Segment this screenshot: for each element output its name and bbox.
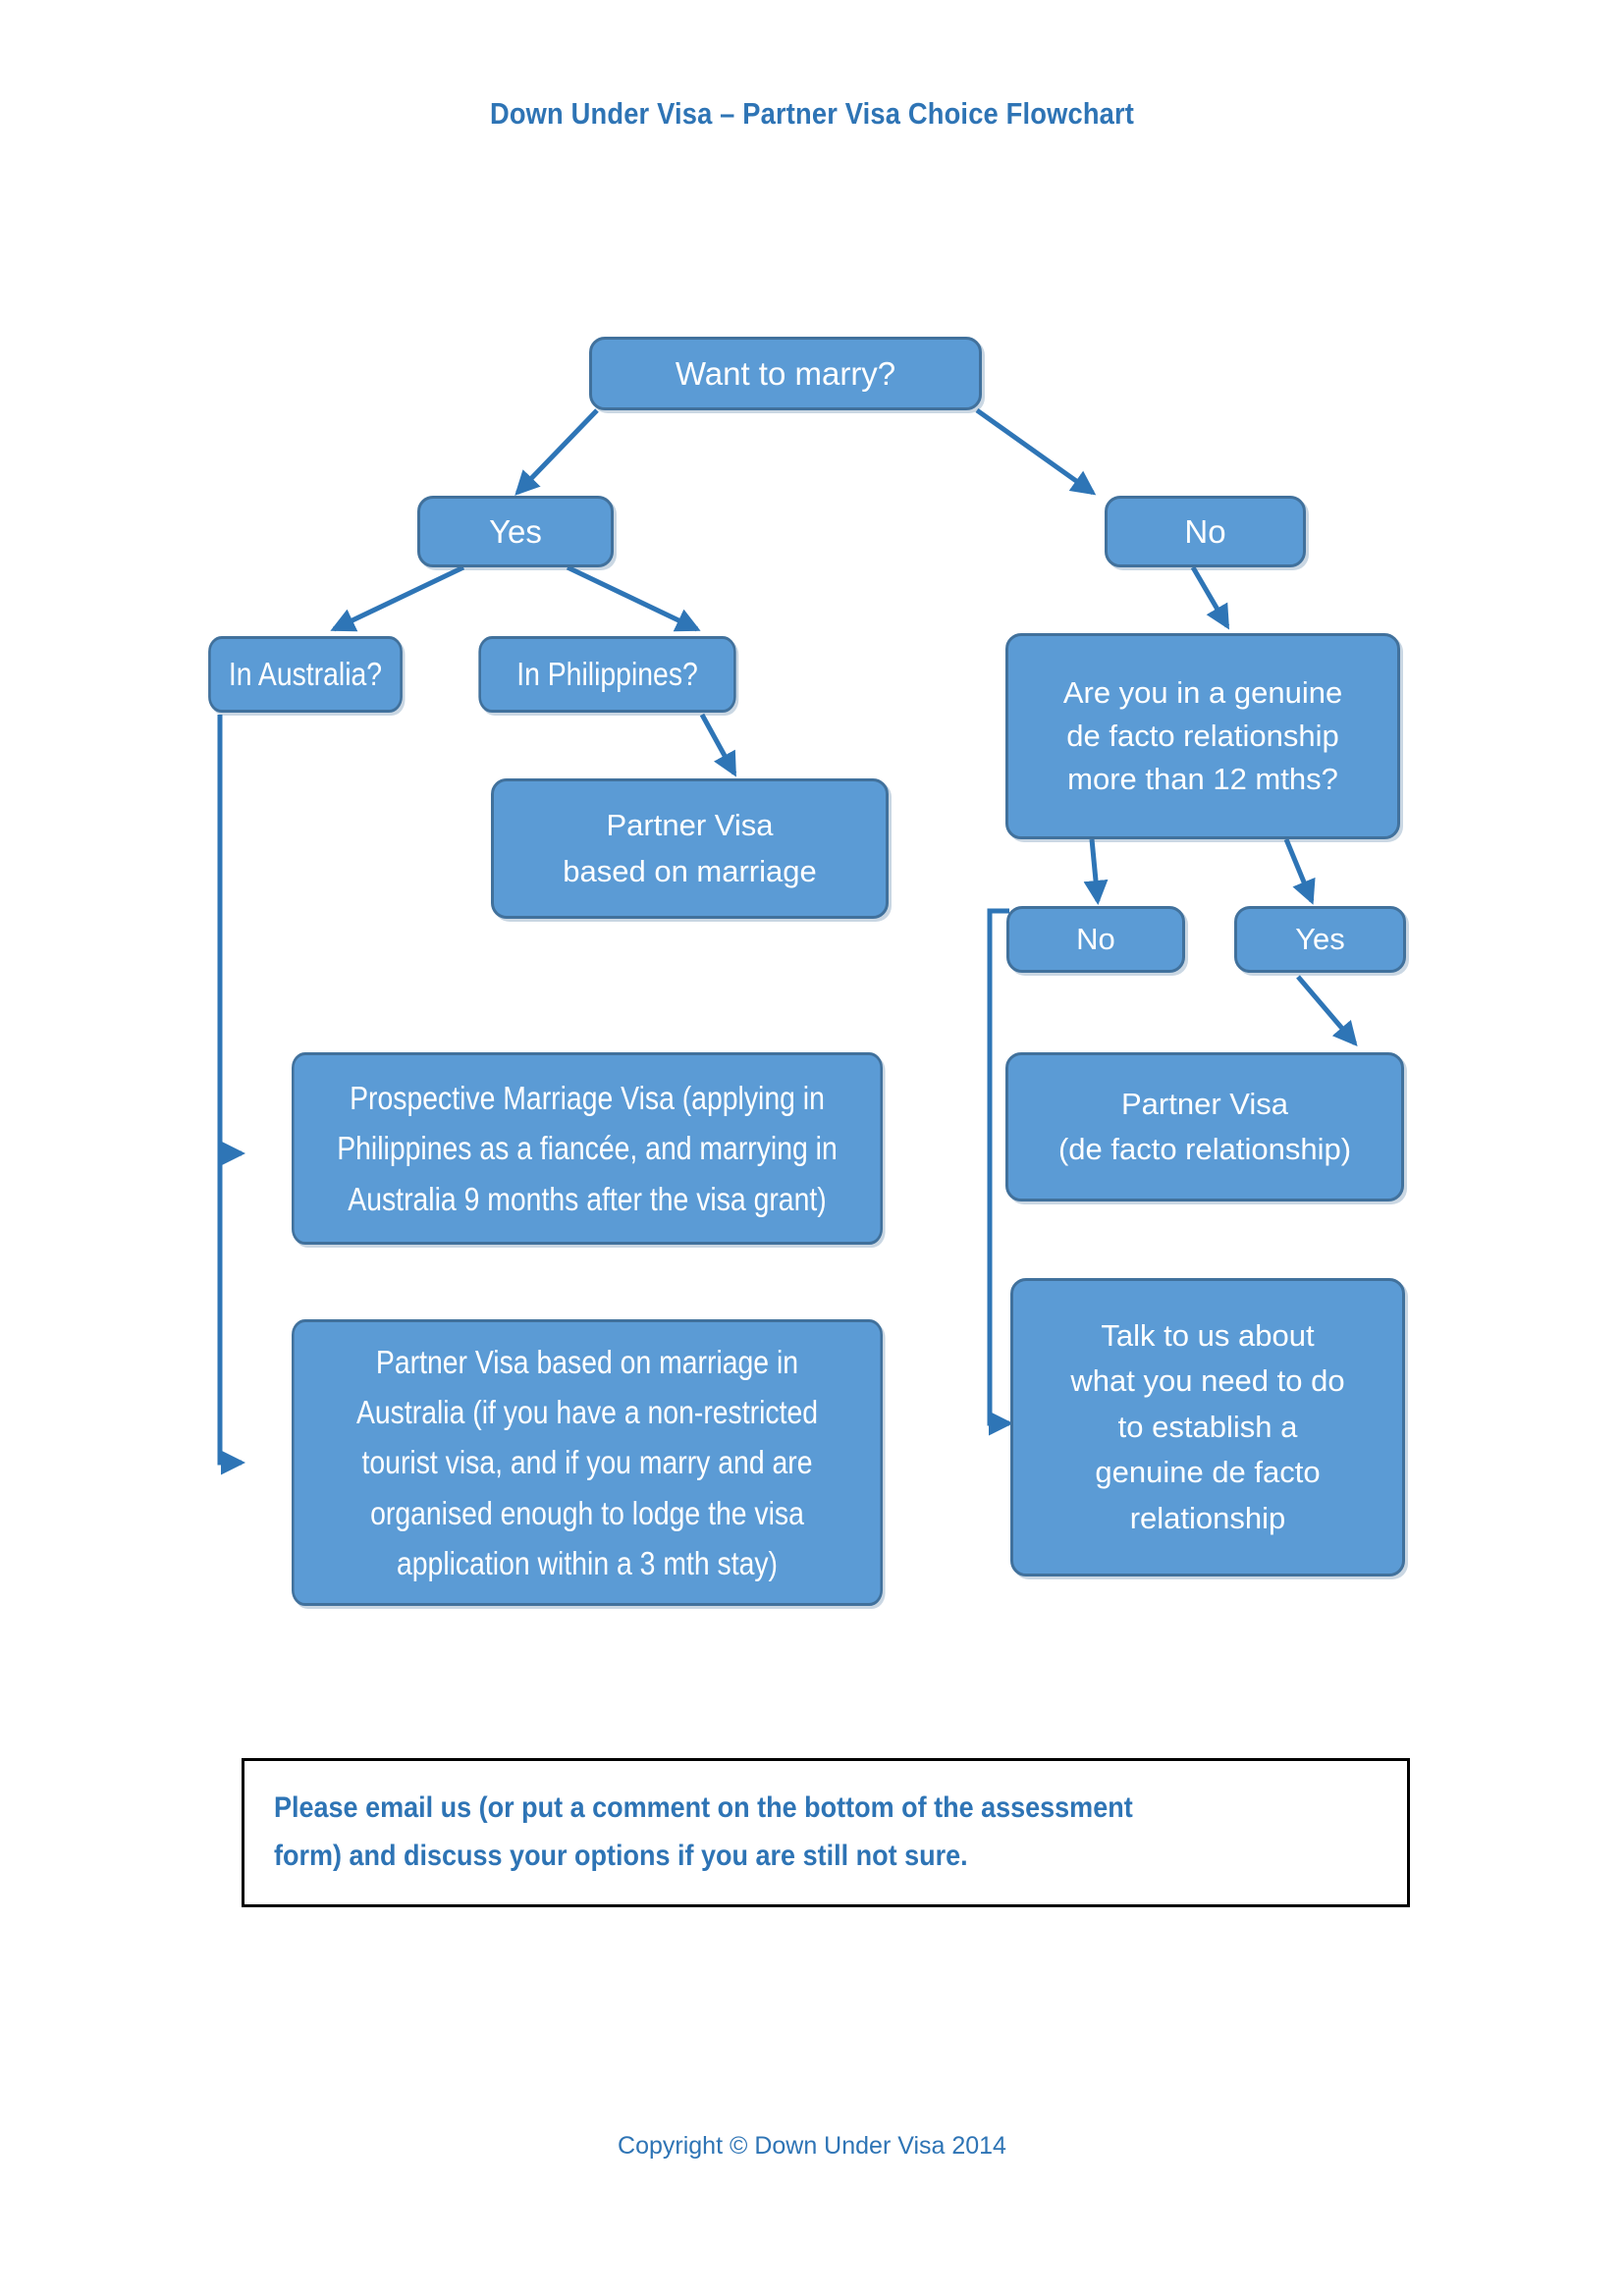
node-label: No xyxy=(1076,922,1115,956)
node-want-to-marry[interactable]: Want to marry? xyxy=(589,337,982,410)
node-label: Partner Visa (de facto relationship) xyxy=(1057,1086,1352,1167)
node-label: No xyxy=(1184,512,1226,550)
edge-yesdefacto-to-partnerdefacto xyxy=(1296,975,1358,1047)
node-talk-to-us[interactable]: Talk to us about what you need to do to … xyxy=(1010,1278,1405,1576)
node-yes-marry[interactable]: Yes xyxy=(417,496,614,567)
node-no-defacto[interactable]: No xyxy=(1006,906,1185,973)
edge-defacto-to-no xyxy=(1083,838,1109,905)
node-partner-visa-defacto[interactable]: Partner Visa (de facto relationship) xyxy=(1005,1052,1404,1201)
node-label: In Philippines? xyxy=(516,656,698,692)
edge-defacto-to-yes xyxy=(1283,838,1316,905)
node-label: Yes xyxy=(1295,922,1345,956)
node-label: Partner Visa based on marriage xyxy=(563,808,817,888)
note-box: Please email us (or put a comment on the… xyxy=(242,1758,1410,1907)
node-in-australia[interactable]: In Australia? xyxy=(208,636,403,713)
edge-no-to-defacto xyxy=(1190,565,1230,630)
node-label: Prospective Marriage Visa (applying in P… xyxy=(337,1080,838,1217)
page-title: Down Under Visa – Partner Visa Choice Fl… xyxy=(489,96,1135,131)
note-text: Please email us (or put a comment on the… xyxy=(274,1791,1133,1872)
edge-yes-to-australia xyxy=(330,564,465,632)
node-partner-visa-marriage[interactable]: Partner Visa based on marriage xyxy=(491,778,889,919)
node-label: In Australia? xyxy=(228,656,383,692)
copyright-footer: Copyright © Down Under Visa 2014 xyxy=(618,2132,1006,2160)
edge-want-to-yes xyxy=(514,408,599,496)
node-de-facto-question[interactable]: Are you in a genuine de facto relationsh… xyxy=(1005,633,1400,839)
edge-yes-to-philippines xyxy=(566,564,701,632)
node-in-philippines[interactable]: In Philippines? xyxy=(478,636,736,713)
edge-australia-to-partneraustralia xyxy=(217,1153,246,1475)
node-partner-visa-australia[interactable]: Partner Visa based on marriage in Austra… xyxy=(292,1319,883,1606)
node-yes-defacto[interactable]: Yes xyxy=(1234,906,1406,973)
node-label: Talk to us about what you need to do to … xyxy=(1070,1317,1345,1535)
node-label: Yes xyxy=(489,512,542,550)
edge-want-to-no xyxy=(975,407,1097,496)
node-no-marry[interactable]: No xyxy=(1105,496,1306,567)
node-label: Want to marry? xyxy=(675,354,896,392)
edge-philippines-to-partnermarriage xyxy=(699,713,737,777)
node-prospective-marriage-visa[interactable]: Prospective Marriage Visa (applying in P… xyxy=(292,1052,883,1245)
node-label: Are you in a genuine de facto relationsh… xyxy=(1062,674,1343,796)
edge-australia-to-prospective xyxy=(217,715,246,1166)
node-label: Partner Visa based on marriage in Austra… xyxy=(355,1344,819,1581)
